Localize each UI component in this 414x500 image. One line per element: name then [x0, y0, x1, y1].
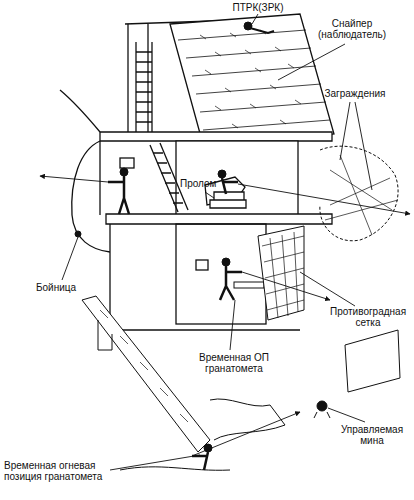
callout-label: Заграждения	[316, 88, 394, 99]
line-of-fire	[40, 176, 108, 182]
anti-grenade-net	[258, 226, 304, 320]
soldier	[120, 168, 128, 176]
leader-line	[230, 300, 235, 350]
sandbags	[210, 192, 246, 208]
leader-lines	[40, 14, 410, 470]
soldier-body	[222, 178, 238, 194]
ground-line	[110, 329, 300, 330]
line-of-fire	[242, 272, 330, 300]
outer-wall	[99, 141, 100, 215]
soldiers	[75, 22, 330, 470]
ladder-rail	[151, 42, 152, 132]
callout-label: Пролом	[180, 178, 230, 189]
line-of-fire	[238, 184, 410, 214]
ladder-rail	[150, 145, 178, 212]
floor-slab	[106, 214, 332, 224]
leader-line	[340, 102, 350, 160]
callout-label: ПТРК(ЗРК)	[226, 2, 290, 13]
leader-line	[62, 237, 78, 280]
leader-line	[252, 14, 258, 24]
broken-wall	[60, 90, 100, 132]
barrier	[320, 146, 398, 241]
barrier-wire	[325, 155, 398, 235]
mine	[317, 401, 327, 411]
window	[196, 260, 208, 270]
broken-wall	[72, 141, 110, 252]
roof-tiles	[178, 30, 330, 130]
soldier	[222, 258, 230, 266]
leader-line	[328, 408, 365, 422]
callout-label: Бойница	[36, 282, 96, 293]
post	[147, 24, 148, 132]
callout-label: Временная ОП гранатомета	[186, 352, 282, 374]
ruined-wall	[345, 330, 400, 392]
soldier	[218, 170, 226, 178]
callout-label: Управляемая мина	[334, 424, 410, 446]
leader-line	[278, 44, 345, 80]
rubble	[98, 320, 112, 350]
wall-bricks	[100, 310, 188, 422]
ladder-rail	[160, 143, 188, 210]
leader-line	[205, 192, 214, 198]
line-of-fire	[192, 412, 300, 456]
building-structure	[60, 14, 334, 330]
leader-line	[110, 455, 200, 470]
floor-slab	[100, 132, 332, 141]
roof	[170, 14, 334, 148]
trench	[120, 467, 230, 470]
leader-line	[355, 102, 372, 190]
soldier-body	[108, 176, 129, 214]
post	[127, 24, 128, 132]
leader-line	[300, 272, 355, 306]
embrasure-gun	[75, 231, 81, 237]
sniper-body	[250, 28, 274, 33]
table	[234, 282, 264, 288]
low-wall	[82, 296, 210, 452]
ladder-rail	[135, 42, 136, 132]
ladder-rungs	[136, 52, 152, 122]
window	[120, 158, 134, 168]
mine-legs	[314, 412, 330, 418]
callout-label: Снайпер (наблюдатель)	[312, 18, 392, 40]
ladder-rungs	[153, 153, 183, 203]
inner-wall	[176, 224, 266, 324]
roof-tile-marks	[200, 30, 301, 128]
callout-label: Противоградная сетка	[324, 306, 412, 328]
net-mesh	[262, 232, 304, 318]
callout-label: Временная огневая позиция гранатомета	[4, 460, 120, 482]
inner-wall	[176, 141, 298, 215]
